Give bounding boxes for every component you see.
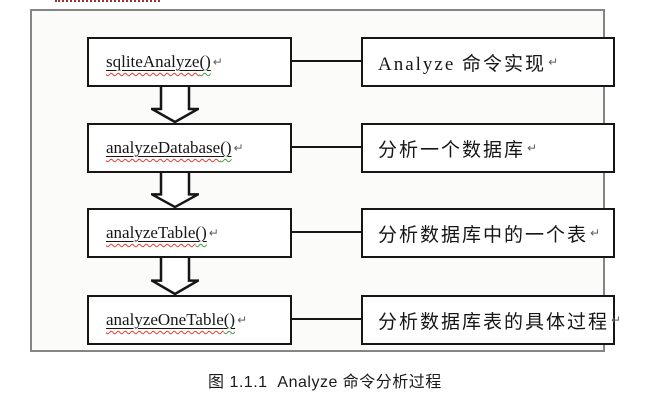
down-arrow-icon: [151, 258, 199, 295]
description-box-analyze-process-detail: 分析数据库表的具体过程↵: [361, 295, 621, 345]
description-label: 分析一个数据库: [378, 139, 526, 161]
paragraph-return-mark: ↵: [548, 55, 559, 69]
paragraph-return-mark: ↵: [237, 313, 248, 327]
function-parens: (): [220, 138, 232, 157]
figure-caption: 图 1.1.1 Analyze 命令分析过程: [208, 374, 442, 391]
function-box-analyzeDatabase: analyzeDatabase()↵: [87, 123, 292, 173]
description-label: Analyze 命令实现: [378, 53, 547, 75]
function-box-analyzeOneTable: analyzeOneTable()↵: [87, 295, 292, 345]
function-name: analyzeTable: [106, 223, 196, 242]
description-box-analyze-one-table-of-db: 分析数据库中的一个表↵: [361, 208, 615, 258]
connector-line: [291, 146, 361, 148]
function-name: analyzeOneTable: [106, 310, 224, 329]
function-label: analyzeTable(): [106, 223, 207, 243]
function-name: analyzeDatabase: [106, 138, 221, 157]
down-arrow-icon: [151, 173, 199, 208]
paragraph-return-mark: ↵: [208, 226, 219, 240]
function-label: analyzeOneTable(): [106, 310, 235, 330]
connector-line: [291, 318, 361, 320]
paragraph-return-mark: ↵: [233, 141, 244, 155]
function-name: sqliteAnalyze: [106, 52, 200, 71]
paragraph-return-mark: ↵: [590, 226, 601, 240]
function-parens: (): [195, 223, 207, 242]
connector-line: [291, 60, 361, 62]
dotted-underline-fragment: [55, 0, 160, 2]
function-parens: (): [199, 52, 211, 71]
function-parens: (): [223, 310, 236, 329]
function-label: sqliteAnalyze(): [106, 52, 211, 72]
function-box-sqliteAnalyze: sqliteAnalyze()↵: [87, 37, 292, 87]
description-box-analyze-command: Analyze 命令实现↵: [361, 37, 615, 87]
description-label: 分析数据库表的具体过程: [378, 311, 610, 333]
paragraph-return-mark: ↵: [611, 313, 622, 327]
down-arrow-icon: [151, 87, 199, 123]
paragraph-return-mark: ↵: [527, 141, 538, 155]
function-label: analyzeDatabase(): [106, 138, 232, 158]
flowchart-frame: sqliteAnalyze()↵ Analyze 命令实现↵ analyzeDa…: [30, 9, 621, 352]
connector-line: [291, 231, 361, 233]
paragraph-return-mark: ↵: [212, 55, 223, 69]
description-label: 分析数据库中的一个表: [378, 224, 589, 246]
description-box-analyze-database: 分析一个数据库↵: [361, 123, 615, 173]
function-box-analyzeTable: analyzeTable()↵: [87, 208, 292, 258]
